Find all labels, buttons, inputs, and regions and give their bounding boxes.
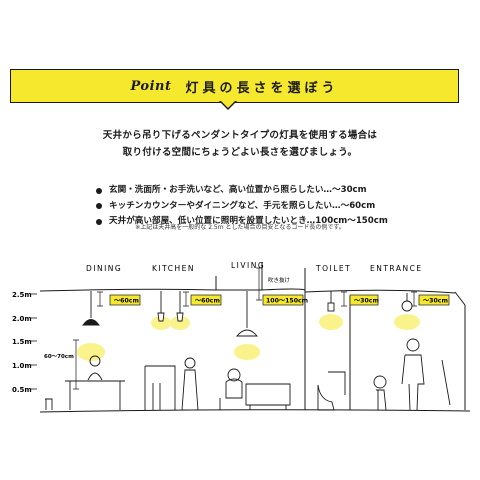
living-length-label: 100〜150cm [266,298,308,305]
dining-lamp-icon [82,319,100,326]
intro-text: 天井から吊り下げるペンダントタイプの灯具を使用する場合は 取り付ける空間にちょう… [0,127,480,161]
room-label-entrance: ENTRANCE [370,264,423,273]
toilet-lamp-icon [327,302,335,312]
bullet-dot-icon [96,187,102,194]
length-labels: 〜60cm 〜60cm 100〜150cm 〜30cm 〜30cm [109,294,450,306]
bullet-item: 玄関・洗面所・お手洗いなど、高い位置から照らしたい…〜30cm [96,183,388,199]
intro-line-1: 天井から吊り下げるペンダントタイプの灯具を使用する場合は [102,130,378,141]
kitchen-lamp-icon [176,312,184,322]
living-lamp-icon [236,329,258,337]
bullet-item: キッチンカウンターやダイニングなど、手元を照らしたい…〜60cm [96,199,388,215]
room-label-living: LIVING [231,261,265,270]
bullet-dot-icon [96,218,102,225]
y-tick-label: 2.5m [12,291,32,299]
intro-line-2: 取り付ける空間にちょうどよい長さを選びましょう。 [122,147,358,158]
point-word: Point [130,78,172,94]
room-label-dining: DINING [86,264,122,273]
title-banner: Point 灯具の長さを選ぼう [10,69,459,103]
fukinuke-label: 吹き抜け [268,276,291,284]
kitchen-length-label: 〜60cm [195,298,220,305]
entrance-lamp-icon [401,300,413,312]
bullet-dot-icon [96,203,102,210]
toilet-length-label: 〜30cm [354,298,379,305]
room-outline [39,262,471,413]
y-tick-label: 2.0m [12,315,32,323]
y-tick-label: 1.5m [12,338,32,346]
footnote: ※上記は天井高を一般的な 2.5m とした場合の目安となるコード長の例です。 [135,224,345,231]
dining-length-label: 〜60cm [114,298,139,305]
y-tick-label: 0.5m [12,386,32,394]
kitchen-lamp-icon [157,312,165,322]
scene-sketches [45,338,451,411]
y-tick-label: 1.0m [12,362,32,370]
table-height-label: 60〜70cm [44,354,74,360]
bullet-list: 玄関・洗面所・お手洗いなど、高い位置から照らしたい…〜30cm キッチンカウンタ… [96,183,388,230]
height-axis: 2.5m 2.0m 1.5m 1.0m 0.5m [12,291,37,394]
room-label-kitchen: KITCHEN [152,264,195,273]
banner-title: 灯具の長さを選ぼう [185,80,339,96]
bullet-item: 天井が高い部屋、低い位置に照明を設置したいとき…100cm〜150cm [96,214,388,230]
room-label-toilet: TOILET [315,264,351,273]
light-glow [77,314,420,361]
pendant-lamps [82,291,413,337]
entrance-length-label: 〜30cm [423,298,448,305]
